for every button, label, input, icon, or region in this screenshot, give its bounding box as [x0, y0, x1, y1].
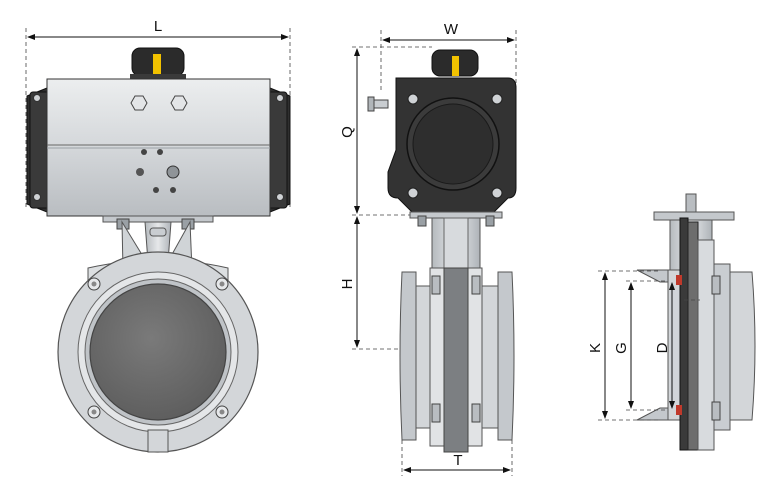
dimension-label-q: Q — [339, 126, 356, 138]
side-position-indicator — [431, 49, 479, 77]
dimension-k: K — [587, 272, 608, 419]
dimension-label-k: K — [587, 343, 604, 353]
actuator-end-cap-left — [26, 87, 51, 213]
actuator-end-cap-right — [266, 87, 291, 213]
side-stem-bracket — [431, 217, 481, 271]
dimension-d: D — [654, 282, 675, 409]
valve-body-front — [57, 220, 259, 453]
dimension-g: G — [613, 282, 634, 409]
valve-body-side — [399, 267, 515, 453]
stroke-adjust-bolt — [367, 96, 389, 112]
actuator-body — [46, 78, 271, 217]
front-view: L — [25, 18, 291, 453]
dimension-label-h: H — [339, 279, 356, 290]
dimension-t: T — [401, 440, 513, 476]
dimension-label-t: T — [453, 452, 462, 469]
position-indicator — [130, 47, 186, 80]
dimension-label-l: L — [154, 18, 162, 35]
dimension-label-d: D — [654, 342, 671, 353]
side-view: W Q H — [339, 21, 517, 476]
dimension-label-g: G — [613, 342, 630, 354]
actuator-side-body — [387, 77, 517, 227]
section-view: K G D — [587, 193, 756, 451]
dimension-q: Q — [339, 46, 432, 216]
dimension-label-w: W — [444, 21, 459, 38]
